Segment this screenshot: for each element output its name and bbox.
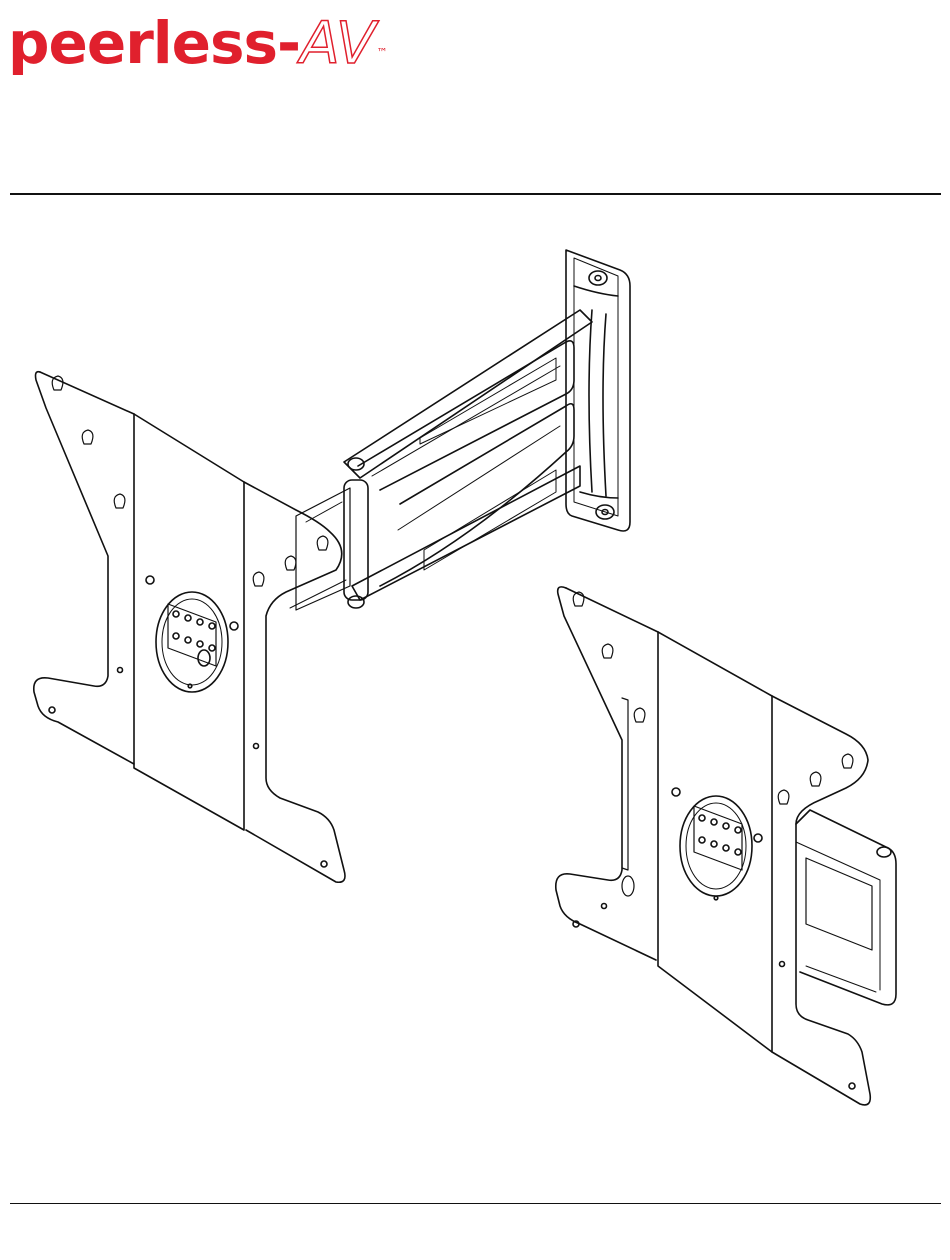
brand-name-av: AV xyxy=(300,9,374,77)
footer-divider xyxy=(10,1203,941,1204)
product-illustration xyxy=(0,230,950,1130)
wall-mount-arm-folded xyxy=(556,587,896,1105)
trademark-symbol: ™ xyxy=(377,46,387,59)
brand-name-main: peerless- xyxy=(8,9,300,77)
header-divider xyxy=(10,193,941,195)
wall-mount-arm-extended xyxy=(34,250,630,882)
